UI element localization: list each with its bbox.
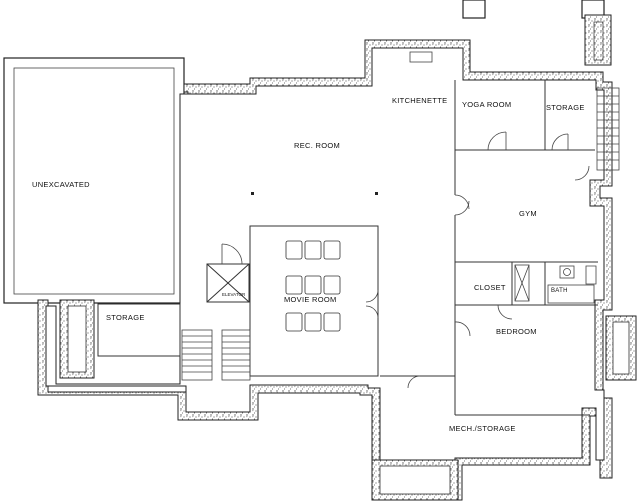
room-label-mech-storage: MECH./STORAGE bbox=[449, 424, 516, 433]
room-label-unexcavated: UNEXCAVATED bbox=[32, 180, 90, 189]
room-label-closet: CLOSET bbox=[474, 283, 506, 292]
column bbox=[251, 192, 254, 195]
room-label-storage-top: STORAGE bbox=[546, 103, 585, 112]
window-well bbox=[584, 14, 612, 66]
room-label-movie-room: MOVIE ROOM bbox=[284, 295, 337, 304]
unexcavated-inner bbox=[13, 67, 175, 295]
stairs-upper bbox=[596, 87, 620, 171]
stairs-lower bbox=[181, 329, 251, 381]
room-label-yoga-room: YOGA ROOM bbox=[462, 100, 511, 109]
room-label-gym: GYM bbox=[519, 209, 537, 218]
room-label-rec-room: REC. ROOM bbox=[294, 141, 340, 150]
room-label-bedroom: BEDROOM bbox=[496, 327, 537, 336]
unexcavated-area bbox=[3, 57, 185, 304]
foundation-walls bbox=[37, 39, 613, 501]
kitchenette-well bbox=[409, 51, 433, 63]
window-well-inner bbox=[593, 21, 604, 61]
room-label-kitchenette: KITCHENETTE bbox=[392, 96, 447, 105]
doors bbox=[221, 131, 590, 389]
room-label-elevator: ELEVATOR bbox=[222, 292, 246, 297]
room-label-bath: BATH bbox=[551, 288, 568, 294]
room-label-storage-left: STORAGE bbox=[106, 313, 145, 322]
exterior-marker bbox=[462, 0, 486, 19]
movie-seats bbox=[285, 240, 341, 332]
bath-fixtures bbox=[514, 264, 597, 304]
column bbox=[375, 192, 378, 195]
